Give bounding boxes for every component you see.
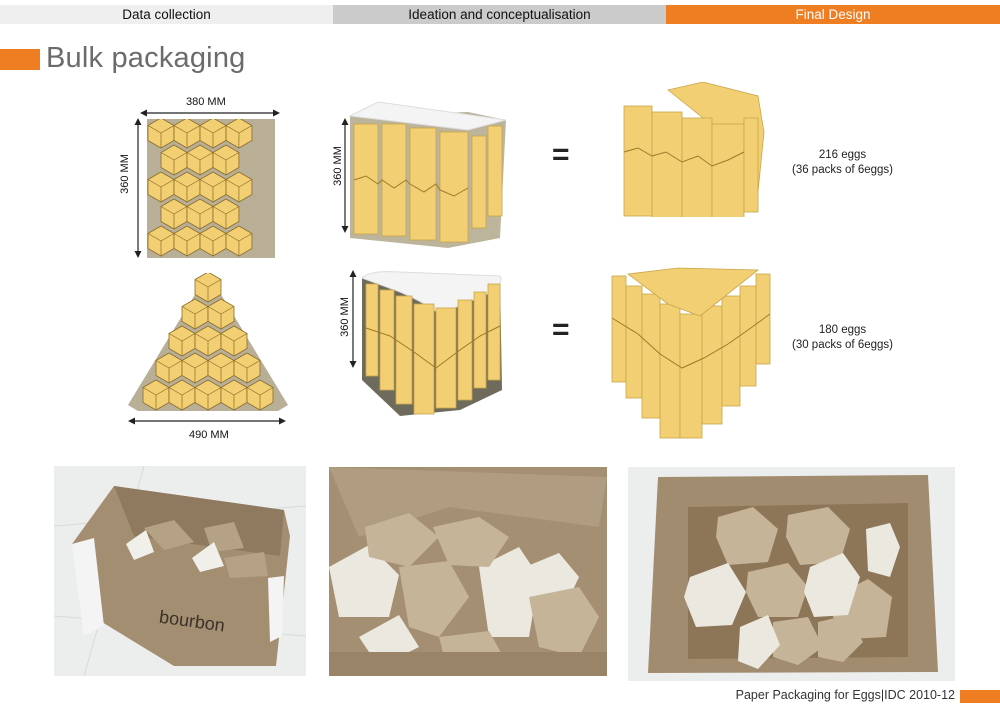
rect-box-height-arrow <box>341 118 349 233</box>
tri-stack-render <box>611 267 771 439</box>
rect-height-arrow <box>134 118 142 258</box>
photo-box-side-view: bourbon <box>54 466 306 676</box>
tab-final-design[interactable]: Final Design <box>666 5 1000 24</box>
tri-egg-count: 180 eggs (30 packs of 6eggs) <box>780 323 905 353</box>
title-accent-marker <box>0 49 40 70</box>
equals-sign-2: = <box>552 313 570 346</box>
tri-box-height-arrow <box>349 270 357 368</box>
tri-eggs-total: 180 eggs <box>818 324 867 336</box>
photo-box-top-view <box>628 467 955 681</box>
tab-data-collection[interactable]: Data collection <box>0 5 333 24</box>
photo-box-angled-view <box>329 467 607 676</box>
tri-honeycomb-plan <box>128 273 288 411</box>
tri-box-render <box>361 271 502 416</box>
page-title: Bulk packaging <box>46 42 246 74</box>
rect-stack-render <box>623 82 765 217</box>
footer-caption: Paper Packaging for Eggs|IDC 2010-12 <box>735 688 955 702</box>
rect-width-arrow <box>140 109 280 117</box>
rect-packs-count: (36 packs of 6eggs) <box>791 164 893 176</box>
rect-egg-count: 216 eggs (36 packs of 6eggs) <box>780 148 905 178</box>
rect-eggs-total: 216 eggs <box>818 149 867 161</box>
rect-box-render <box>348 101 507 248</box>
rect-honeycomb-plan <box>147 119 275 258</box>
tri-width-arrow <box>128 417 286 425</box>
equals-sign-1: = <box>552 138 570 171</box>
tab-ideation[interactable]: Ideation and conceptualisation <box>333 5 666 24</box>
process-tab-bar: Data collection Ideation and conceptuali… <box>0 5 1000 24</box>
rect-height-label: 360 MM <box>118 154 131 194</box>
footer-accent-bar <box>960 690 1000 703</box>
tri-packs-count: (30 packs of 6eggs) <box>791 339 893 351</box>
tri-width-label: 490 MM <box>189 429 229 441</box>
rect-width-label: 380 MM <box>186 96 226 108</box>
